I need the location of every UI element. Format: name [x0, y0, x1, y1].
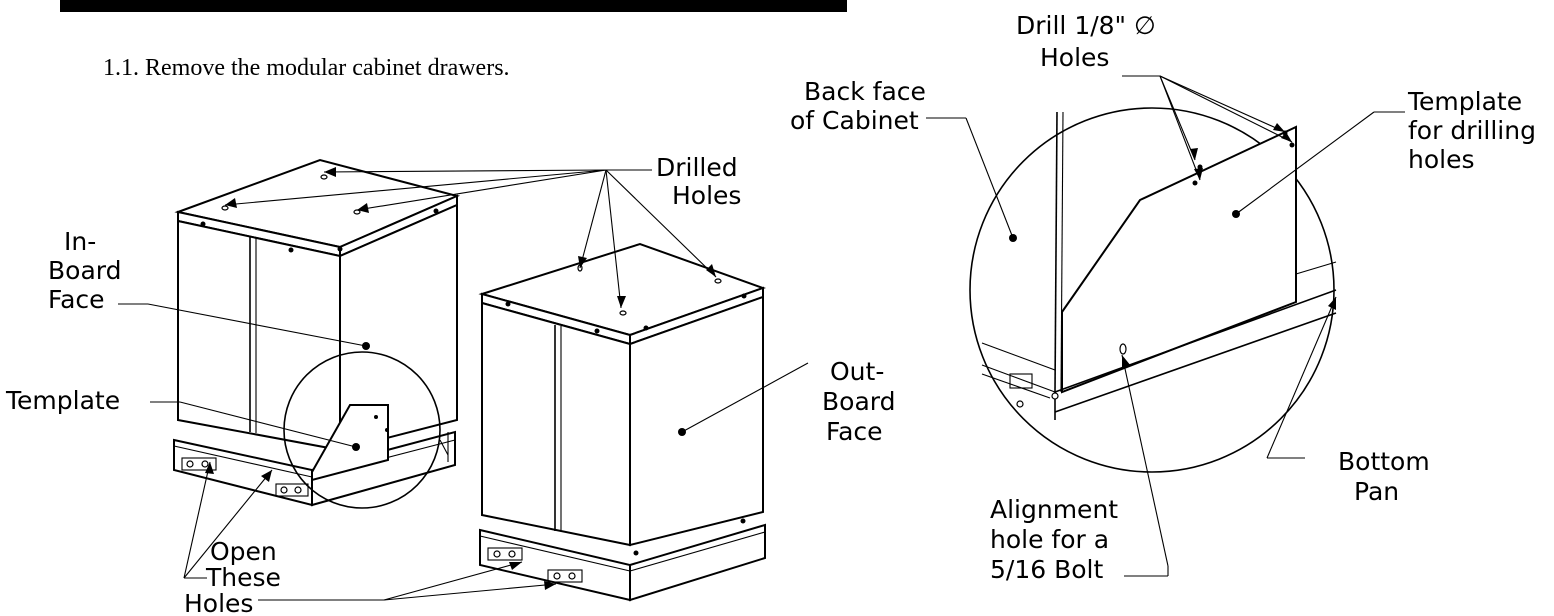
template-label: Template — [5, 386, 120, 415]
back-face-label-line2: of Cabinet — [790, 106, 919, 135]
inboard-face-label-line2: Board — [48, 256, 121, 285]
drill-holes-label-line1: Drill 1/8" ∅ — [1016, 11, 1156, 40]
back-face-label-line1: Back face — [804, 77, 926, 106]
drill-holes-label-line2: Holes — [1040, 43, 1109, 72]
header-rule — [60, 0, 847, 12]
bottom-pan-label-line2: Pan — [1354, 477, 1399, 506]
step-instruction: 1.1. Remove the modular cabinet drawers. — [103, 55, 510, 81]
detail-callout-circle — [283, 351, 441, 509]
outboard-face-label-line2: Board — [822, 387, 895, 416]
outboard-face-label-line1: Out- — [830, 357, 884, 386]
inboard-cabinet — [173, 158, 461, 509]
drilled-holes-label-line1: Drilled — [656, 153, 738, 182]
outboard-face-label-line3: Face — [826, 417, 883, 446]
alignment-hole-label-line3: 5/16 Bolt — [990, 555, 1103, 584]
drilled-holes-label-line2: Holes — [672, 181, 741, 210]
template-drilling-label-line3: holes — [1408, 145, 1475, 174]
detail-leader-lines — [926, 75, 1405, 577]
open-these-holes-label-line2: These — [205, 563, 281, 592]
template-drilling-label-line1: Template — [1407, 87, 1522, 116]
alignment-hole-label-line2: hole for a — [990, 525, 1109, 554]
left-leader-lines — [118, 167, 809, 601]
open-these-holes-label-line1: Open — [210, 537, 277, 566]
bottom-pan-label-line1: Bottom — [1338, 447, 1430, 476]
inboard-face-label-line3: Face — [48, 285, 105, 314]
inboard-face-label-line1: In- — [64, 227, 96, 256]
template-drilling-label-line2: for drilling — [1408, 116, 1536, 145]
detail-view — [969, 107, 1337, 473]
outboard-cabinet — [478, 242, 766, 602]
open-these-holes-label-line3: Holes — [184, 589, 253, 616]
alignment-hole-label-line1: Alignment — [990, 495, 1118, 524]
